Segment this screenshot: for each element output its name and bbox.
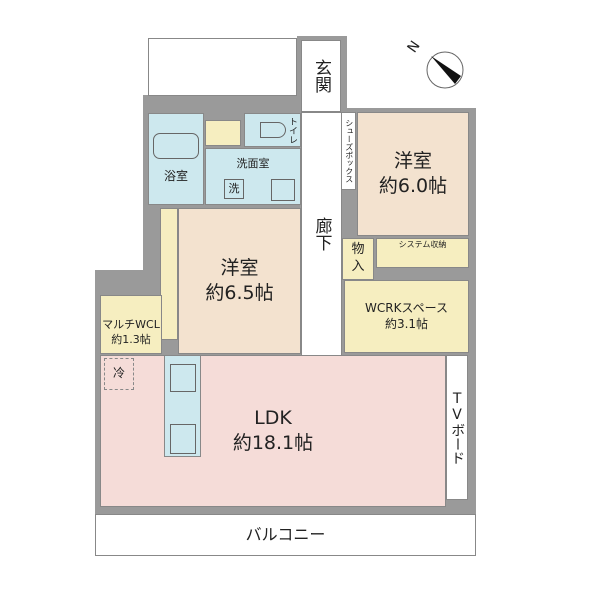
corridor: 廊下 <box>301 112 342 356</box>
ldk-size: 約18.1帖 <box>232 432 314 454</box>
toilet-label: トイレ <box>287 117 297 144</box>
western-room-a-size: 約6.0帖 <box>378 175 448 197</box>
multi-wcl-size: 約1.3帖 <box>111 332 151 346</box>
entrance-label: 玄関 <box>311 59 332 93</box>
stove-icon <box>170 364 196 392</box>
porch <box>148 38 297 96</box>
linen-storage <box>205 120 241 146</box>
fridge-space: 冷 <box>104 358 134 390</box>
western-room-b: 洋室 約6.5帖 <box>178 208 301 354</box>
system-storage-label: システム収納 <box>398 240 447 249</box>
corridor-label: 廊下 <box>311 217 332 251</box>
ldk: LDK 約18.1帖 <box>100 355 446 507</box>
shoebox: シューズボックス <box>341 112 356 190</box>
western-room-b-size: 約6.5帖 <box>205 282 274 304</box>
washer-label: 洗 <box>228 181 240 195</box>
tv-board: TVボード <box>446 355 468 500</box>
shoebox-label: シューズボックス <box>344 119 354 183</box>
western-room-a-name: 洋室 <box>393 150 432 173</box>
system-storage: システム収納 <box>376 238 469 268</box>
bathtub-icon <box>153 133 199 160</box>
closet-b <box>160 208 178 340</box>
wcrk-space: WCRKスペース 約3.1帖 <box>344 280 469 353</box>
closet: 物入 <box>342 238 374 280</box>
closet-label: 物入 <box>351 242 365 274</box>
bathroom: 浴室 <box>148 113 204 205</box>
compass: N <box>405 38 465 90</box>
western-room-b-name: 洋室 <box>220 257 259 280</box>
sink-icon <box>271 179 295 201</box>
washroom-label: 洗面室 <box>236 157 270 170</box>
bath-label: 浴室 <box>163 169 188 184</box>
balcony-label: バルコニー <box>245 524 326 544</box>
multi-wcl: マルチWCL 約1.3帖 <box>100 295 162 354</box>
wcrk-size: 約3.1帖 <box>384 316 429 331</box>
kitchen-island <box>164 355 201 457</box>
washroom: 洗面室 洗 <box>205 148 301 205</box>
western-room-a: 洋室 約6.0帖 <box>357 112 469 236</box>
washer-icon: 洗 <box>224 179 244 199</box>
balcony: バルコニー <box>95 514 476 556</box>
fridge-label: 冷 <box>112 366 125 381</box>
toilet-icon <box>259 122 286 138</box>
toilet: トイレ <box>244 113 301 147</box>
wcrk-name: WCRKスペース <box>364 300 448 315</box>
kitchen-sink-icon <box>170 424 196 454</box>
multi-wcl-name: マルチWCL <box>102 318 160 332</box>
compass-icon <box>426 51 464 89</box>
ldk-name: LDK <box>254 407 292 430</box>
entrance: 玄関 <box>301 40 341 112</box>
tv-board-label: TVボード <box>449 390 466 465</box>
